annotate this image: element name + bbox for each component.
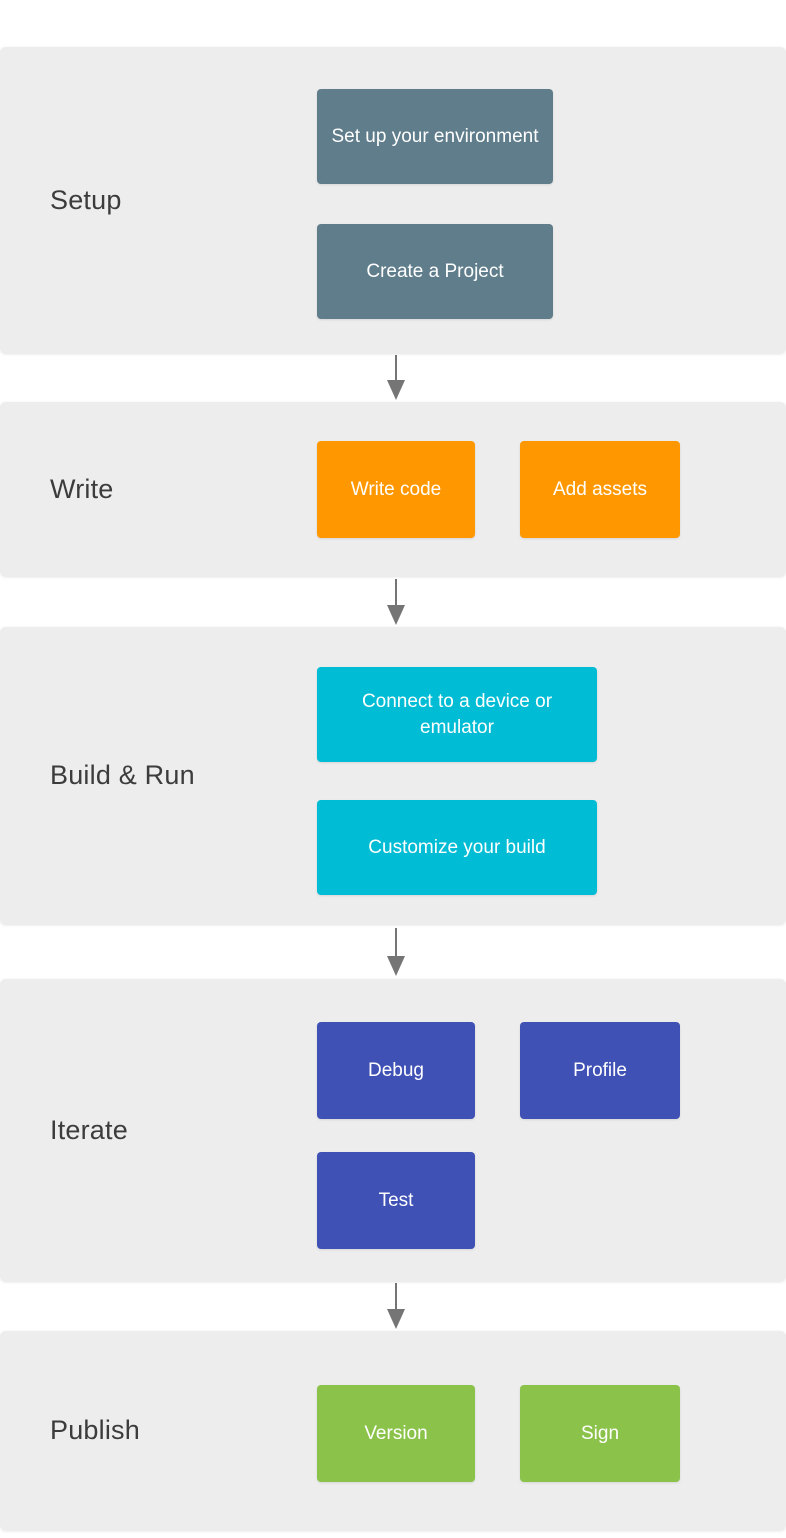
- task-box-label: Connect to a device or emulator: [361, 690, 553, 738]
- task-box-label: Profile: [573, 1059, 627, 1081]
- stage-label-write: Write: [50, 473, 114, 504]
- task-box-label: Version: [364, 1422, 428, 1444]
- task-box[interactable]: Test: [317, 1152, 475, 1249]
- task-box[interactable]: Add assets: [520, 441, 680, 538]
- stage-label-setup: Setup: [50, 184, 122, 215]
- stage-label-publish: Publish: [50, 1415, 140, 1446]
- stage-boxes-write: Write code Add assets: [268, 402, 786, 576]
- task-box[interactable]: Create a Project: [317, 224, 553, 319]
- stage-panel-build-run: Build & Run Connect to a device or emulat…: [0, 627, 786, 924]
- task-box-label: Debug: [368, 1059, 424, 1081]
- task-box[interactable]: Version: [317, 1385, 475, 1482]
- task-box[interactable]: Write code: [317, 441, 475, 538]
- task-box-label: Add assets: [553, 478, 647, 500]
- task-box[interactable]: Connect to a device or emulator: [317, 667, 597, 762]
- task-box[interactable]: Sign: [520, 1385, 680, 1482]
- task-box-label: Set up your environment: [331, 125, 539, 147]
- stage-panel-write: Write Write code Add assets: [0, 402, 786, 576]
- task-box[interactable]: Customize your build: [317, 800, 597, 895]
- task-box[interactable]: Set up your environment: [317, 89, 553, 184]
- flow-arrow-build-run-to-iterate: [381, 928, 411, 976]
- task-box-label: Sign: [580, 1422, 620, 1444]
- stage-panel-publish: Publish Version Sign: [0, 1331, 786, 1530]
- task-box-label: Create a Project: [366, 260, 504, 282]
- task-box-label: Test: [378, 1189, 414, 1211]
- flow-arrow-setup-to-write: [381, 355, 411, 400]
- task-box-label: Write code: [350, 478, 442, 500]
- stage-label-iterate: Iterate: [50, 1114, 128, 1145]
- task-box[interactable]: Debug: [317, 1022, 475, 1119]
- flow-arrow-iterate-to-publish: [381, 1283, 411, 1329]
- flow-arrow-write-to-build-run: [381, 579, 411, 625]
- stage-boxes-publish: Version Sign: [268, 1331, 786, 1530]
- task-box[interactable]: Profile: [520, 1022, 680, 1119]
- stage-label-build-run: Build & Run: [50, 760, 195, 791]
- task-box-label: Customize your build: [368, 836, 546, 858]
